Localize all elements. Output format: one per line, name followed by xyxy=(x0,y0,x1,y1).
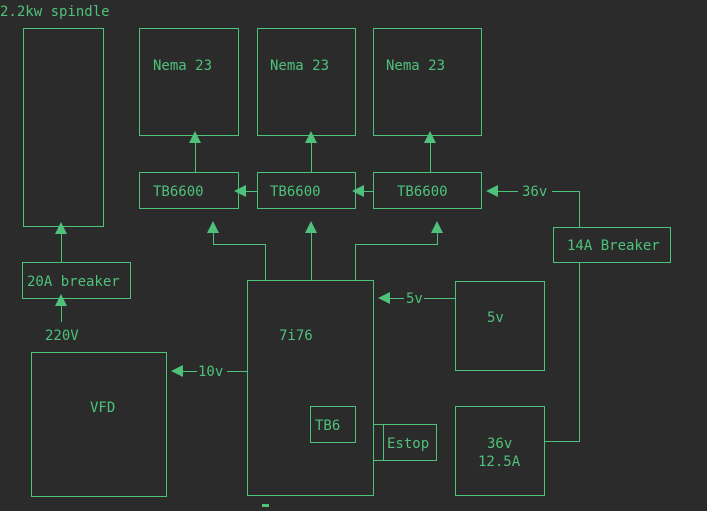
psu-5v-label: 5v xyxy=(487,310,504,326)
psu-36v-box xyxy=(455,406,545,496)
spindle-title: 2.2kw spindle xyxy=(0,4,110,20)
estop-box xyxy=(383,424,437,461)
motor-label-3: Nema 23 xyxy=(386,58,445,74)
vfd-box xyxy=(31,352,167,497)
driver-label-3: TB6600 xyxy=(397,184,448,200)
arrow-to-spindle xyxy=(55,222,67,234)
wire-breaker-psu36 xyxy=(545,263,580,442)
psu-5v-box xyxy=(455,281,545,371)
wire-controller-driver1 xyxy=(213,233,266,280)
arrow-36v-to-driver-3 xyxy=(486,185,498,197)
driver-box-3 xyxy=(373,172,482,209)
driver-label-1: TB6600 xyxy=(153,184,204,200)
breaker-20a-label: 20A breaker xyxy=(27,274,120,290)
arrow-to-driver-2-input xyxy=(305,221,317,233)
arrow-to-driver-1 xyxy=(234,185,246,197)
input-220v-label: 220V xyxy=(45,328,79,344)
breaker-14a-box xyxy=(553,227,671,263)
motor-label-1: Nema 23 xyxy=(153,58,212,74)
arrow-to-motor-1 xyxy=(189,131,201,143)
breaker-14a-label: 14A Breaker xyxy=(567,238,660,254)
controller-label: 7i76 xyxy=(279,328,313,344)
wire-36v-label: 36v xyxy=(522,184,547,200)
arrow-to-motor-3 xyxy=(424,131,436,143)
breaker-20a-box xyxy=(22,262,131,299)
psu-36v-label-current: 12.5A xyxy=(478,454,521,470)
bottom-marker xyxy=(262,504,269,507)
arrow-to-motor-2 xyxy=(305,131,317,143)
arrow-to-driver-1-input xyxy=(207,221,219,233)
arrow-5v-to-controller xyxy=(378,292,390,304)
driver-label-2: TB6600 xyxy=(270,184,321,200)
wire-36v-breaker-top xyxy=(552,191,580,227)
controller-box xyxy=(247,280,374,496)
motor-label-2: Nema 23 xyxy=(270,58,329,74)
wire-5v-label: 5v xyxy=(406,291,423,307)
motor-box-2 xyxy=(257,28,356,136)
arrow-to-driver-3-input xyxy=(431,221,443,233)
spindle-box xyxy=(23,28,104,227)
arrow-to-driver-2 xyxy=(352,185,364,197)
psu-36v-label-voltage: 36v xyxy=(487,436,512,452)
arrow-to-breaker-20a xyxy=(55,294,67,306)
controller-tb6-box xyxy=(310,406,356,443)
motor-box-1 xyxy=(139,28,239,136)
motor-box-3 xyxy=(373,28,482,136)
vfd-label: VFD xyxy=(90,400,115,416)
arrow-to-vfd xyxy=(171,365,183,377)
controller-tb6-label: TB6 xyxy=(315,418,340,434)
wire-10v-label: 10v xyxy=(198,364,223,380)
estop-label: Estop xyxy=(387,436,429,452)
wire-controller-driver3 xyxy=(355,233,438,280)
